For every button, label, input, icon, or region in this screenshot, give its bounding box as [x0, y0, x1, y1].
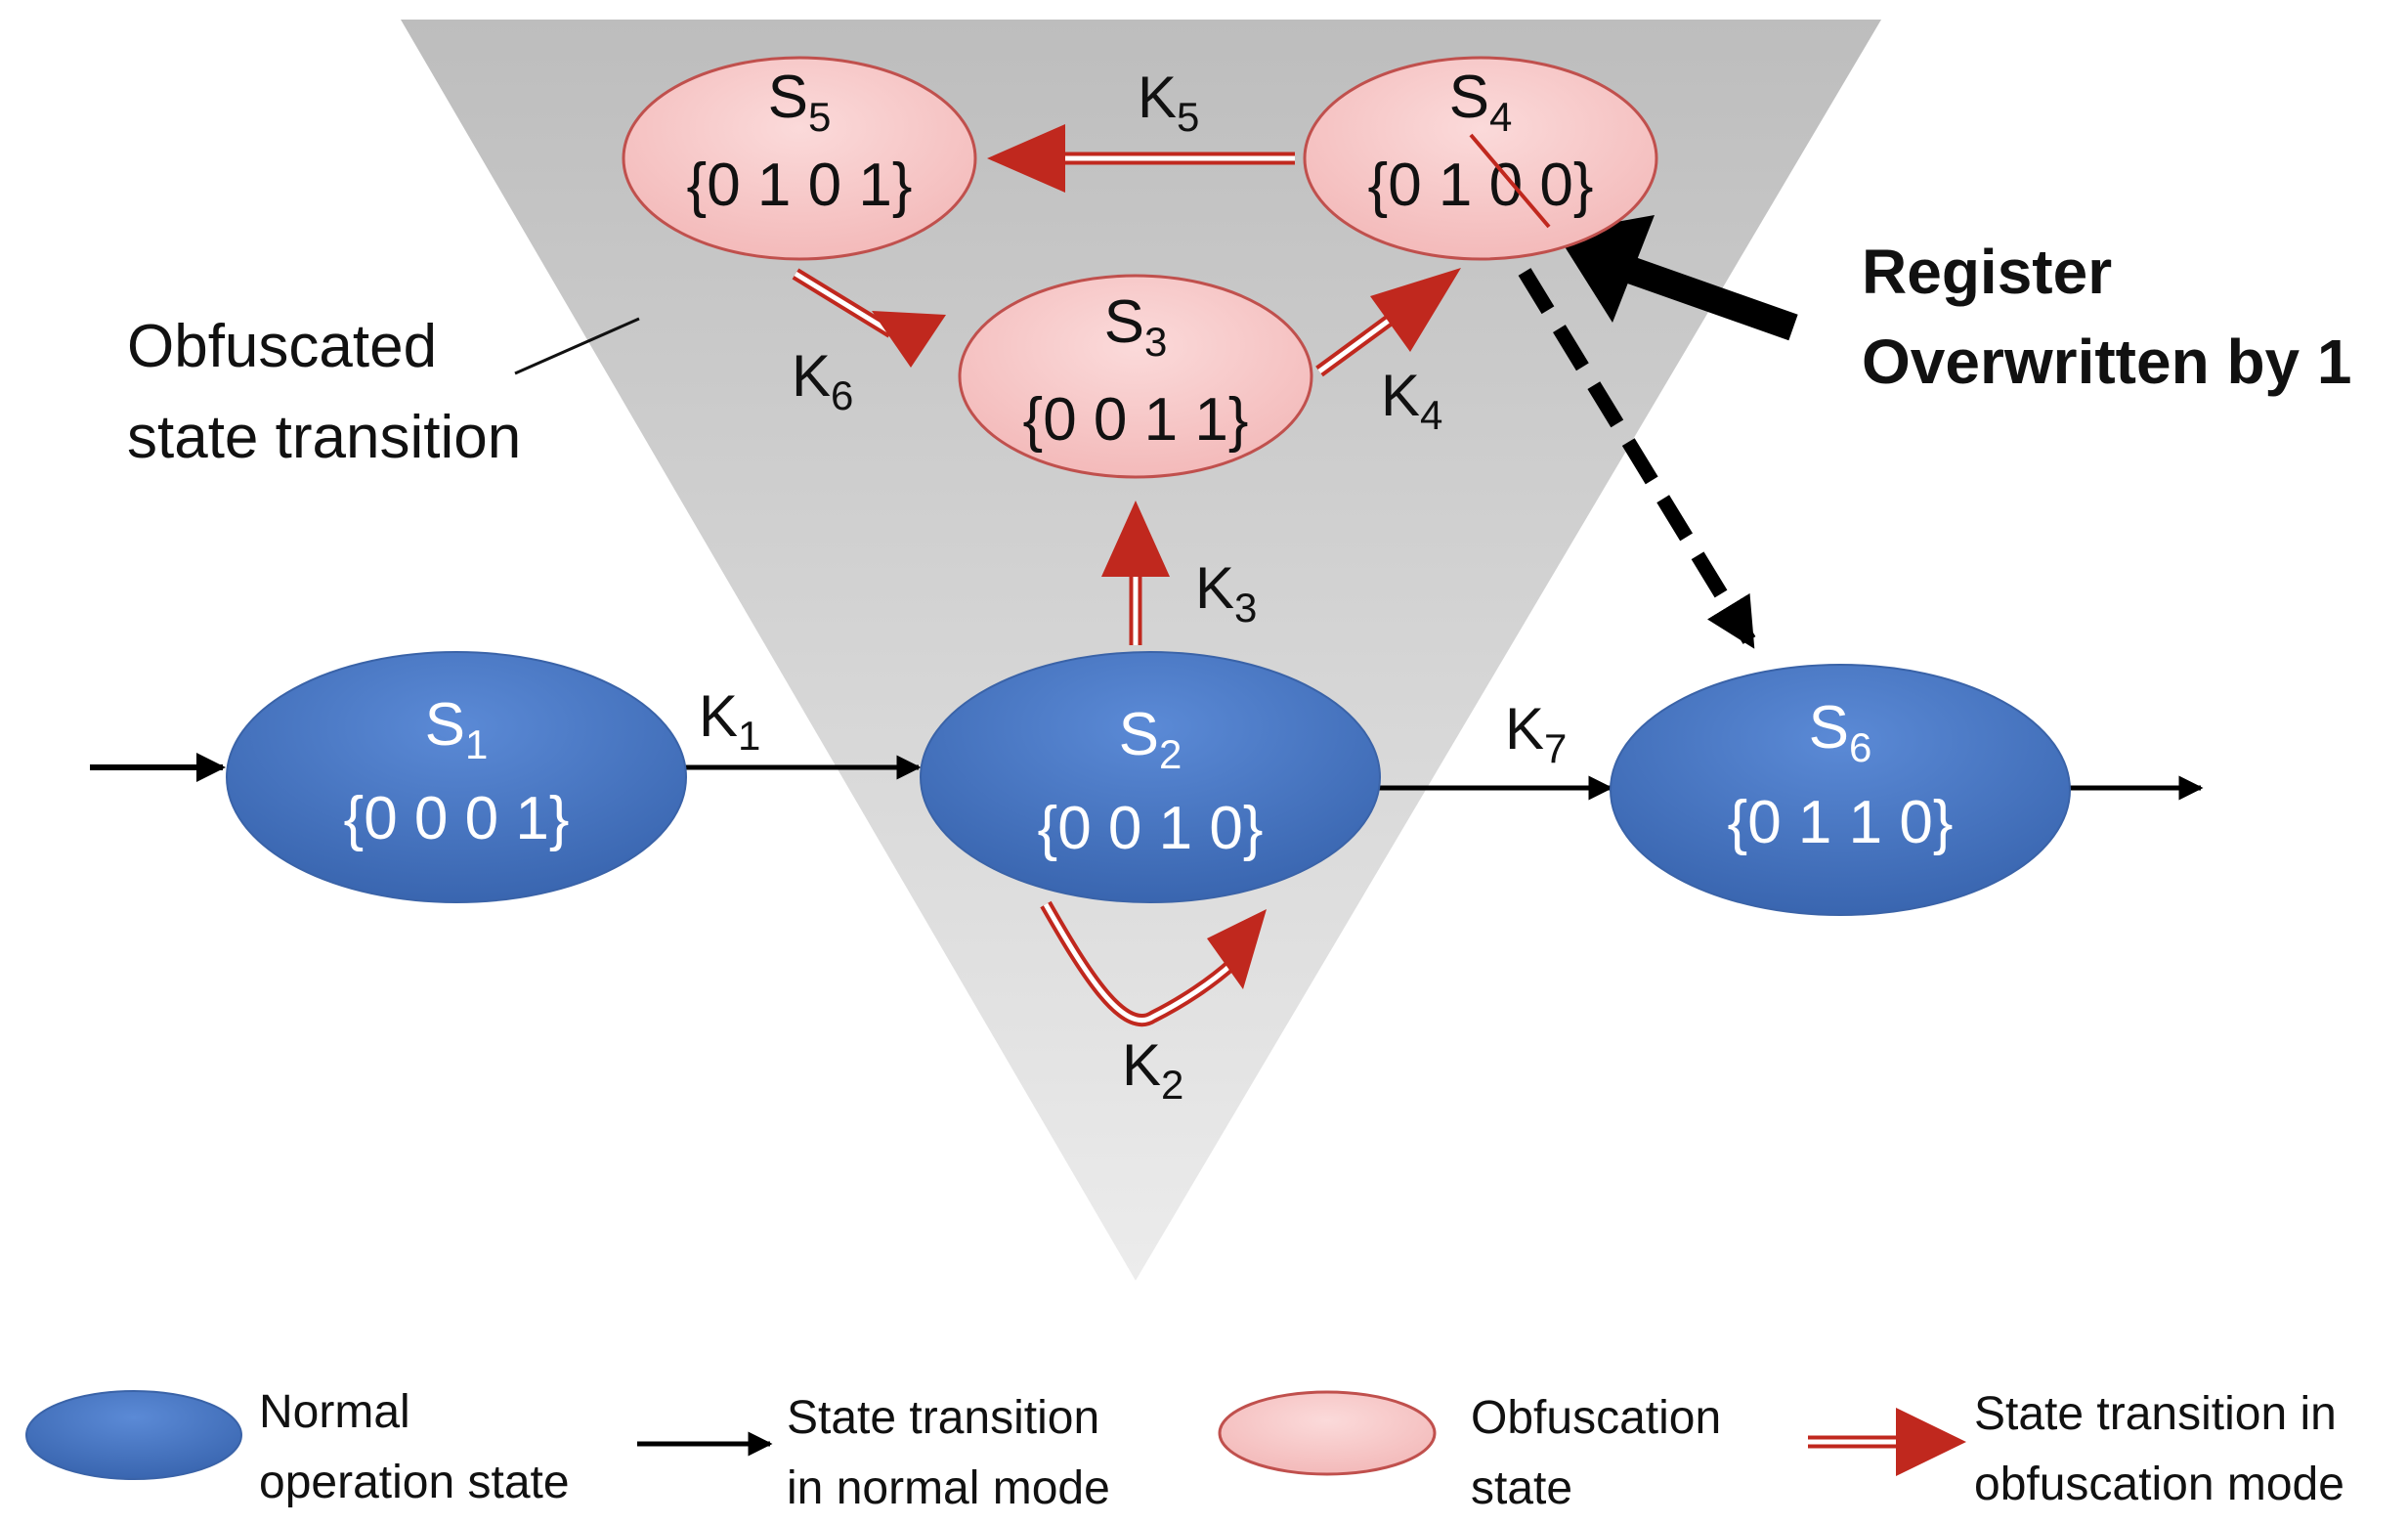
state-s1: S1 {0 0 0 1}: [226, 651, 687, 903]
edge-label-k1: K1: [699, 683, 760, 759]
legend-obfuscation-transition: State transition in obfuscation mode: [1808, 1388, 2349, 1510]
svg-text:S4: S4: [1449, 64, 1513, 140]
legend-normal-state: Normal operation state: [25, 1386, 570, 1508]
edge-label-k3: K3: [1195, 555, 1257, 631]
svg-text:State transition in ob: State transition in obfuscation mode: [1974, 1388, 2349, 1510]
svg-text:S3: S3: [1104, 288, 1168, 365]
transition-k3: [1101, 501, 1170, 645]
legend-normal-transition: State transition in normal mode: [637, 1392, 1113, 1514]
svg-text:{0 0 1 0}: {0 0 1 0}: [1037, 795, 1263, 862]
overwritten-bit-strike: [1469, 133, 1551, 229]
register-note: Register Overwritten by 1: [1862, 237, 2352, 397]
svg-text:Obfuscation state: Obfuscation state: [1471, 1392, 1735, 1514]
transition-k2-self-loop: [1040, 900, 1267, 1027]
svg-text:S5: S5: [768, 64, 832, 140]
edge-label-k6: K6: [792, 343, 853, 418]
register-overwrite-dashed-arrow: [1518, 268, 1756, 649]
state-s4: S4 {0 1 0 0}: [1303, 56, 1658, 261]
state-s6: S6 {0 1 1 0}: [1610, 664, 2071, 916]
edge-label-k2: K2: [1122, 1032, 1183, 1108]
svg-text:S1: S1: [425, 691, 489, 767]
state-s5: S5 {0 1 0 1}: [622, 56, 977, 261]
edge-label-k5: K5: [1138, 65, 1199, 140]
transition-k5: [987, 124, 1295, 193]
legend-obfuscation-state: Obfuscation state: [1218, 1390, 1735, 1514]
obfuscation-region: [401, 20, 1881, 1281]
edge-label-k4: K4: [1381, 363, 1442, 438]
transition-k4: [1315, 268, 1461, 377]
svg-text:S6: S6: [1809, 694, 1872, 770]
svg-text:{0 1 0 0}: {0 1 0 0}: [1367, 152, 1593, 219]
state-s2: S2 {0 0 1 0}: [920, 651, 1381, 903]
svg-text:{0 0 1 1}: {0 0 1 1}: [1022, 386, 1248, 454]
svg-text:S2: S2: [1119, 701, 1182, 777]
svg-text:State transition in no: State transition in normal mode: [787, 1392, 1113, 1514]
edge-label-k7: K7: [1505, 696, 1567, 771]
svg-text:{0 1 0 1}: {0 1 0 1}: [686, 152, 912, 219]
svg-text:{0 1 1 0}: {0 1 1 0}: [1727, 789, 1953, 856]
region-label: Obfuscated state transition: [127, 313, 521, 471]
svg-text:{0 0 0 1}: {0 0 0 1}: [343, 785, 569, 852]
transition-k6: [792, 268, 946, 368]
state-s3: S3 {0 0 1 1}: [958, 274, 1313, 479]
legend: Normal operation state State transition …: [25, 1386, 2349, 1514]
svg-text:Normal operation state: Normal operation state: [259, 1386, 570, 1508]
region-leader-line: [514, 317, 640, 375]
